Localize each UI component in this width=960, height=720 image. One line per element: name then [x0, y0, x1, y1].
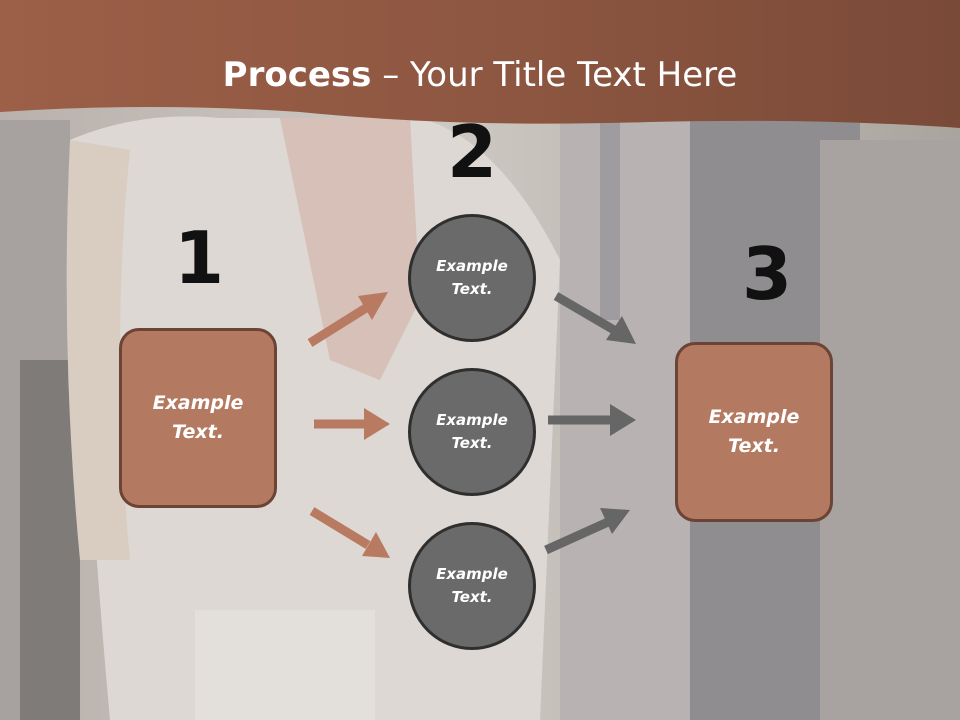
arrow-right-icon — [548, 404, 636, 436]
step-2-circle-1: Example Text. — [408, 214, 536, 342]
circle-2-text: Example Text. — [436, 411, 508, 452]
step-2-circle-2: Example Text. — [408, 368, 536, 496]
step-1-box-text: Example Text. — [152, 392, 244, 443]
title-bold: Process — [222, 55, 372, 95]
circle-3-text: Example Text. — [436, 565, 508, 606]
arrow-right-icon — [309, 507, 390, 558]
arrow-right-icon — [553, 292, 636, 344]
arrow-right-icon — [544, 508, 630, 555]
title-rest: Your Title Text Here — [410, 55, 738, 95]
step-1-box: Example Text. — [119, 328, 277, 508]
arrow-right-icon — [314, 408, 390, 440]
title-separator: – — [371, 55, 411, 95]
slide-title: Process – Your Title Text Here — [0, 52, 960, 98]
step-2-circle-3: Example Text. — [408, 522, 536, 650]
step-3-number: 3 — [741, 232, 793, 316]
arrow-right-icon — [307, 292, 388, 347]
step-2-number: 2 — [446, 110, 498, 194]
circle-1-text: Example Text. — [436, 257, 508, 298]
step-1-number: 1 — [173, 216, 225, 300]
step-3-box: Example Text. — [675, 342, 833, 522]
step-3-box-text: Example Text. — [708, 406, 800, 457]
